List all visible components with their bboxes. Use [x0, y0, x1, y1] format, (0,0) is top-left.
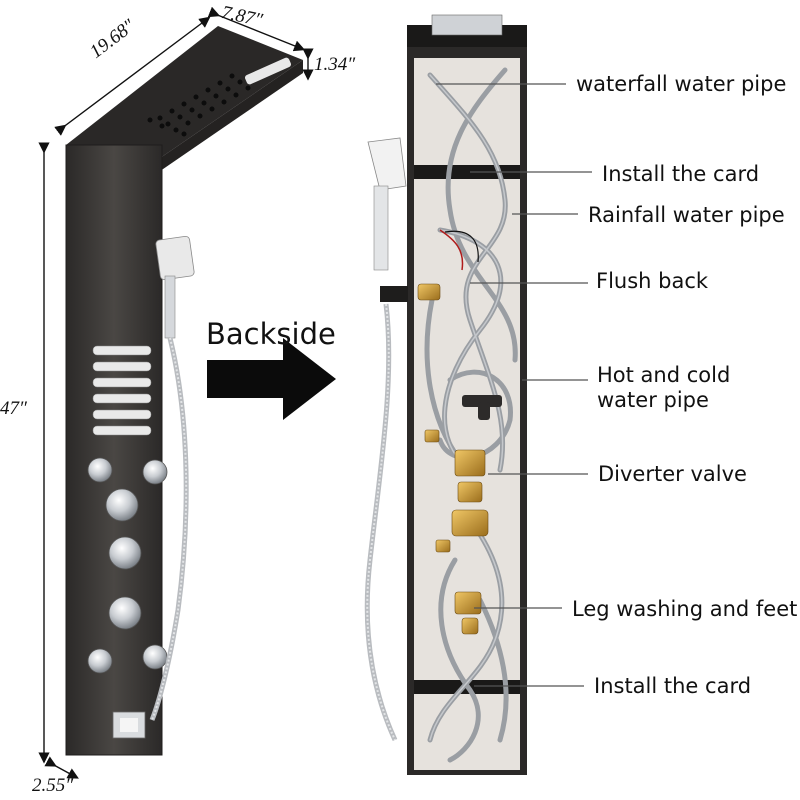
diverter-valve-body: [454, 449, 486, 477]
hand-shower-back: [364, 137, 408, 742]
callout-hot-cold-line1: Hot and cold: [597, 363, 731, 387]
callout-install-card-bottom: Install the card: [594, 674, 752, 698]
callout-hot-cold-line2: water pipe: [597, 388, 709, 412]
brass-fittings: [417, 283, 489, 635]
callout-diverter-valve: Diverter valve: [598, 462, 747, 486]
callout-waterfall-pipe: waterfall water pipe: [576, 72, 787, 96]
dimension-lines: [38, 6, 314, 779]
valve-handles: [462, 395, 502, 420]
front-view: [38, 6, 314, 779]
callout-leg-washing: Leg washing and feet: [572, 597, 798, 621]
backside-arrow: [207, 338, 336, 420]
callout-leaders: [436, 83, 592, 687]
back-view: [364, 14, 592, 775]
head-thickness-dimension-label: 1.34″: [314, 54, 356, 75]
callout-install-card-top: Install the card: [602, 162, 760, 186]
body-jets: [92, 345, 152, 436]
control-knobs: [87, 457, 168, 674]
backside-label: Backside: [206, 317, 336, 351]
callout-flush-back: Flush back: [596, 269, 709, 293]
callout-rainfall-pipe: Rainfall water pipe: [588, 203, 785, 227]
height-dimension-label: 47″: [0, 398, 27, 419]
mount-card-top: [414, 165, 520, 179]
hand-shower-front: [149, 235, 195, 721]
tub-spout: [112, 711, 146, 739]
base-dimension-label: 2.55″: [32, 775, 74, 796]
waterfall-spout: [245, 57, 291, 85]
